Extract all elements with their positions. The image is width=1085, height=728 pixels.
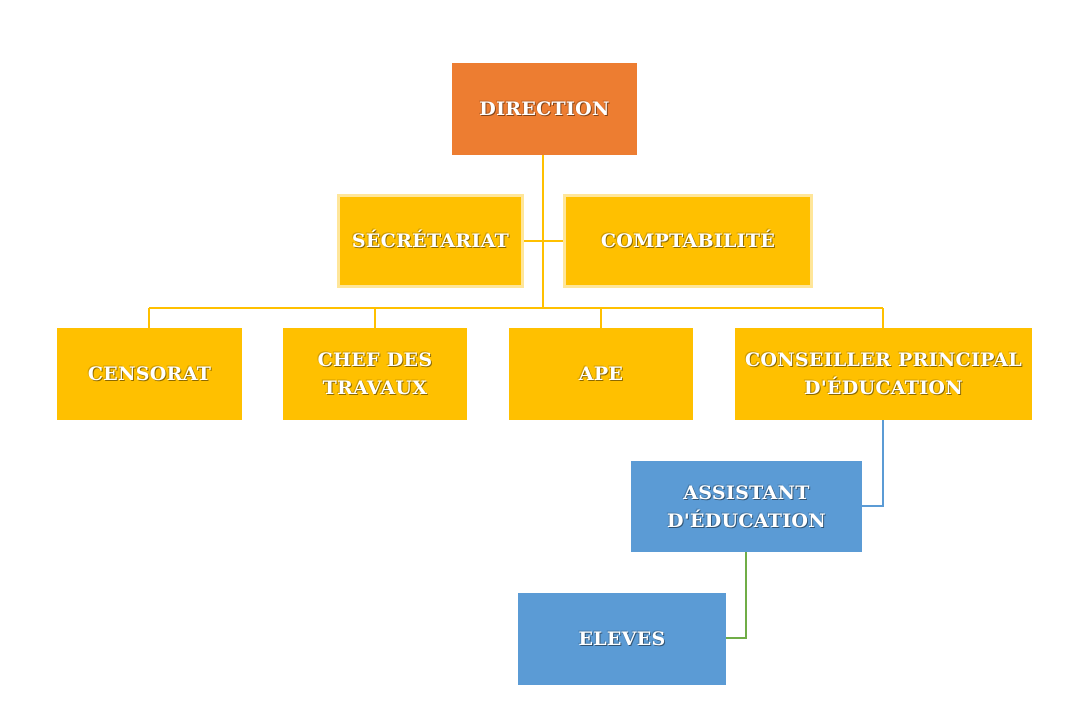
connector-conseiller-assistant <box>862 420 884 507</box>
node-eleves-label: ELEVES <box>578 628 666 650</box>
node-conseiller-principal: CONSEILLER PRINCIPAL D'ÉDUCATION <box>735 328 1032 420</box>
node-eleves: ELEVES <box>518 593 726 685</box>
connector-assistant-eleves <box>726 552 747 639</box>
node-chef-des-travaux: CHEF DES TRAVAUX <box>283 328 467 420</box>
node-comptabilite-label: COMPTABILITÉ <box>600 230 776 252</box>
node-ape: APE <box>509 328 693 420</box>
node-secretariat-label: SÉCRÉTARIAT <box>351 230 510 252</box>
node-comptabilite: COMPTABILITÉ <box>563 194 813 288</box>
node-secretariat: SÉCRÉTARIAT <box>337 194 524 288</box>
node-assistant-education: ASSISTANT D'ÉDUCATION <box>631 461 862 552</box>
node-conseiller-principal-label: CONSEILLER PRINCIPAL D'ÉDUCATION <box>744 349 1023 399</box>
node-ape-label: APE <box>578 363 624 385</box>
node-direction: DIRECTION <box>452 63 637 155</box>
node-chef-des-travaux-label: CHEF DES TRAVAUX <box>317 349 433 399</box>
node-direction-label: DIRECTION <box>479 98 610 120</box>
node-censorat: CENSORAT <box>57 328 242 420</box>
node-assistant-education-label: ASSISTANT D'ÉDUCATION <box>667 481 826 532</box>
node-censorat-label: CENSORAT <box>87 363 212 385</box>
